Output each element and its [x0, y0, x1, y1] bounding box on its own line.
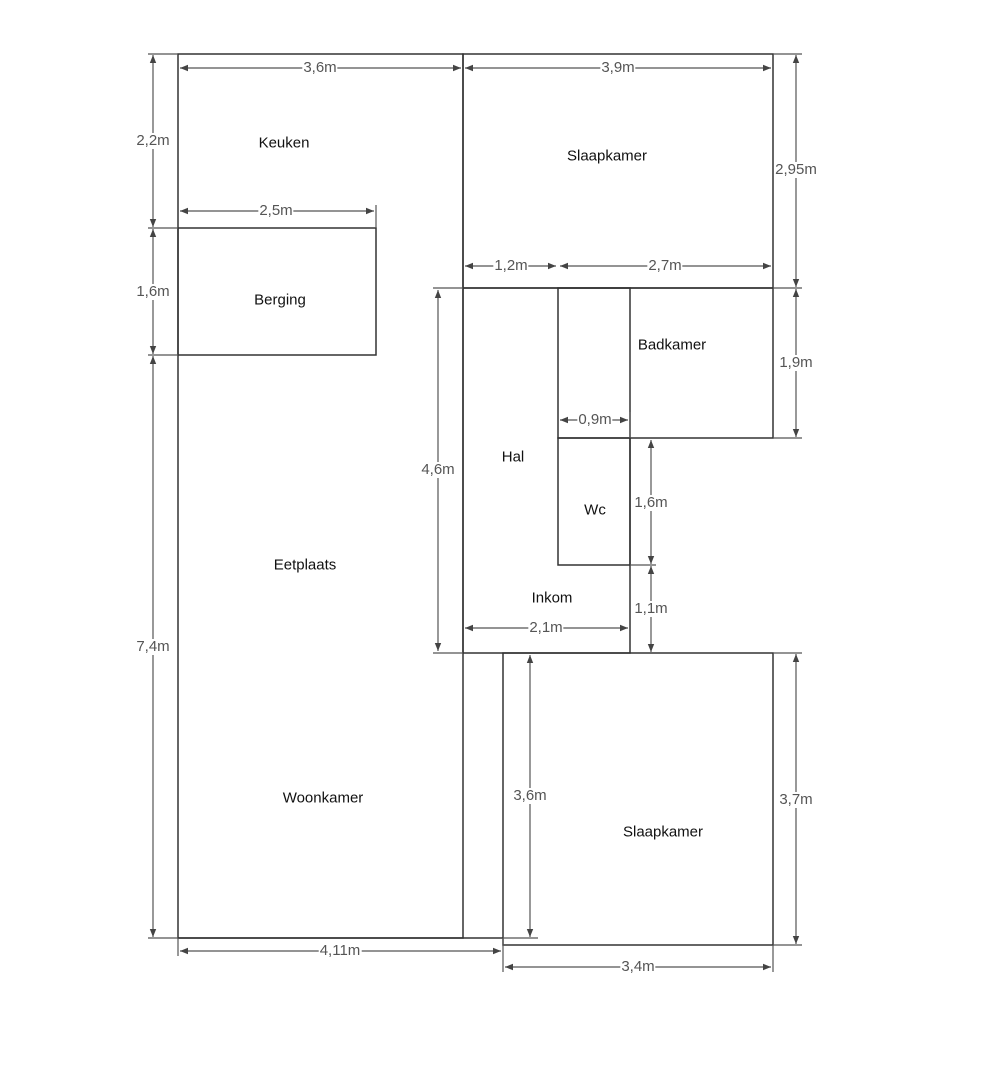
dim-keuken-height: 2,2m: [135, 132, 171, 149]
wall-slaapkamer-bottom: [502, 652, 774, 946]
wall-berging: [177, 227, 377, 356]
dim-wc-height: 1,6m: [633, 494, 669, 511]
dim-badkamer-height: 1,9m: [778, 354, 814, 371]
dim-berging-height: 1,6m: [135, 283, 171, 300]
room-label-eetplaats: Eetplaats: [273, 556, 337, 574]
dim-left-column-height: 7,4m: [135, 638, 171, 655]
room-label-slaapkamer-top: Slaapkamer: [566, 147, 648, 165]
dim-slaapkamer-bottom-height: 3,7m: [778, 791, 814, 808]
room-label-inkom: Inkom: [531, 589, 573, 607]
dim-berging-width: 2,5m: [258, 202, 294, 219]
dim-wc-width: 0,9m: [577, 411, 613, 428]
dim-badkamer-width: 2,7m: [647, 257, 683, 274]
wall-slaapkamer-top: [462, 53, 774, 289]
dim-hal-height: 4,6m: [420, 461, 456, 478]
dim-inkom-width: 2,1m: [528, 619, 564, 636]
room-label-wc: Wc: [584, 501, 606, 519]
dim-keuken-width: 3,6m: [302, 59, 338, 76]
room-label-berging: Berging: [254, 291, 306, 309]
wall-wc: [557, 437, 631, 566]
room-label-badkamer: Badkamer: [637, 336, 707, 354]
dim-inkom-depth: 1,1m: [633, 600, 669, 617]
dim-slaapkamer-top-height: 2,95m: [774, 161, 818, 178]
walls: [177, 53, 774, 946]
room-label-hal: Hal: [501, 448, 525, 466]
dim-hal-top-width: 1,2m: [493, 257, 529, 274]
room-label-keuken: Keuken: [258, 134, 310, 152]
dim-woonkamer-inner-height: 3,6m: [512, 787, 548, 804]
room-label-slaapkamer-bottom: Slaapkamer: [622, 823, 704, 841]
wall-badkamer: [557, 287, 774, 439]
dimension-lines: [148, 53, 802, 972]
room-label-woonkamer: Woonkamer: [282, 789, 364, 807]
dim-woonkamer-width: 4,11m: [318, 942, 362, 959]
dim-slaapkamer-bottom-width: 3,4m: [620, 958, 656, 975]
dim-slaapkamer-top-width: 3,9m: [600, 59, 636, 76]
